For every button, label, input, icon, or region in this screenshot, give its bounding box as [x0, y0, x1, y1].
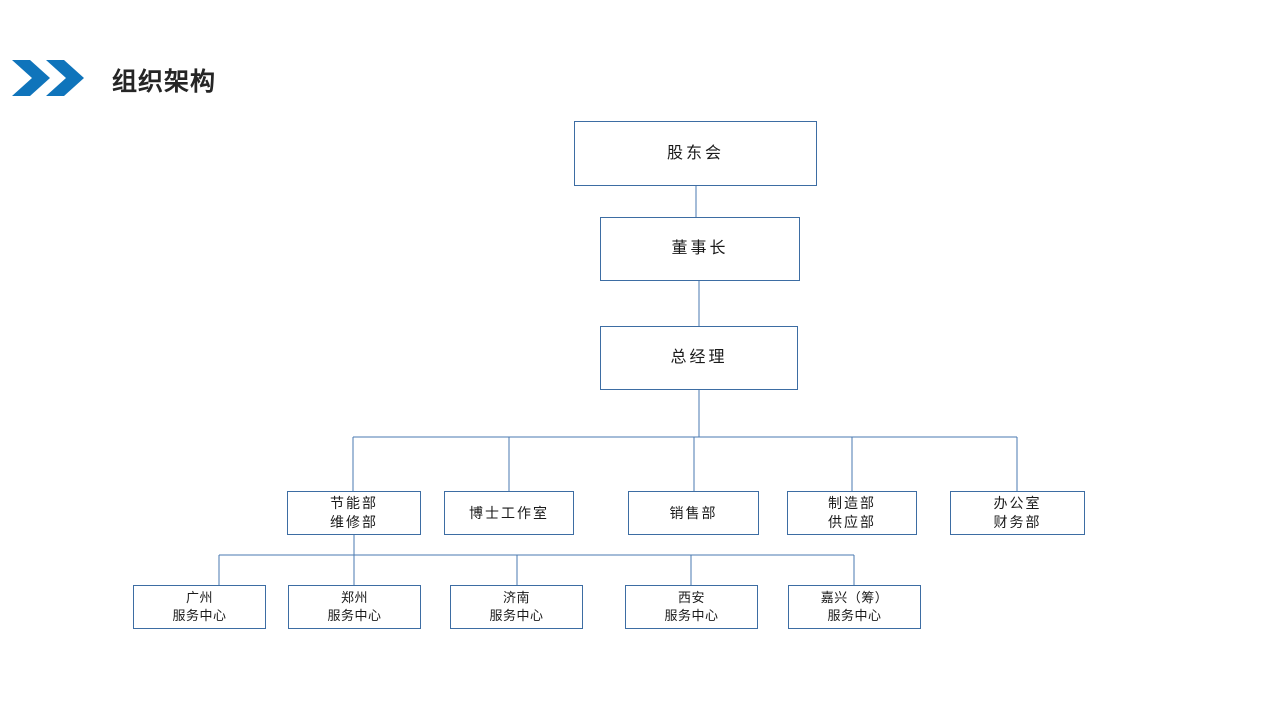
org-node-energy-maintenance[interactable]: 节能部 维修部: [287, 491, 421, 535]
org-node-label-line2: 服务中心: [172, 608, 227, 623]
org-node-label-line1: 广州: [185, 590, 213, 605]
org-node-label-line1: 制造部: [828, 495, 876, 511]
org-node-label-line2: 财务部: [993, 514, 1042, 530]
org-node-doctoral-studio[interactable]: 博士工作室: [444, 491, 574, 535]
org-node-general-manager[interactable]: 总经理: [600, 326, 798, 390]
org-node-xian-center[interactable]: 西安 服务中心: [625, 585, 758, 629]
org-node-label-line1: 济南: [502, 590, 530, 605]
org-node-label-line1: 西安: [677, 590, 705, 605]
org-node-label-line1: 办公室: [993, 495, 1042, 511]
org-node-label: 销售部: [669, 504, 718, 521]
org-node-jinan-center[interactable]: 济南 服务中心: [450, 585, 583, 629]
org-node-label-line2: 供应部: [828, 514, 876, 530]
org-node-guangzhou-center[interactable]: 广州 服务中心: [133, 585, 266, 629]
org-node-label: 董事长: [671, 240, 729, 257]
org-node-label-line2: 服务中心: [489, 608, 544, 623]
org-node-label-line2: 维修部: [330, 514, 378, 530]
org-node-zhengzhou-center[interactable]: 郑州 服务中心: [288, 585, 421, 629]
org-node-label: 股东会: [666, 144, 724, 162]
org-node-label: 总经理: [670, 349, 728, 366]
org-node-sales[interactable]: 销售部: [628, 491, 759, 535]
org-node-label-line2: 服务中心: [327, 608, 382, 623]
org-node-label-line2: 服务中心: [827, 608, 882, 623]
org-node-chairman[interactable]: 董事长: [600, 217, 800, 281]
page-title: 组织架构: [112, 68, 217, 96]
page-header: 组织架构: [0, 0, 1280, 120]
org-node-jiaxing-center[interactable]: 嘉兴（筹） 服务中心: [788, 585, 921, 629]
org-node-shareholders[interactable]: 股东会: [574, 121, 817, 186]
org-node-label-line2: 服务中心: [664, 608, 719, 623]
org-node-manufacture-supply[interactable]: 制造部 供应部: [787, 491, 917, 535]
org-node-label-line1: 节能部: [330, 495, 378, 511]
org-node-office-finance[interactable]: 办公室 财务部: [950, 491, 1085, 535]
org-node-label-line1: 郑州: [340, 590, 368, 605]
double-chevron-right-icon: [12, 60, 84, 96]
org-node-label-line1: 嘉兴（筹）: [820, 590, 889, 605]
org-node-label: 博士工作室: [469, 504, 549, 521]
